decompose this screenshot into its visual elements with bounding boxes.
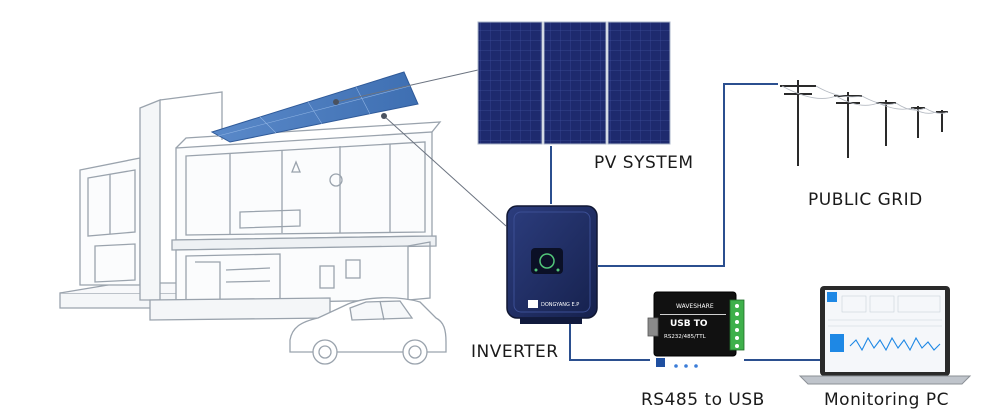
power-wires (781, 85, 949, 114)
inverter-brand-text: DONGYANG E.P (541, 302, 579, 308)
pv-panel-array (477, 21, 671, 145)
pointer-dot (333, 99, 339, 105)
usb-converter-device: WAVESHARE USB TO RS232/485/TTL (647, 291, 745, 368)
inverter-label: INVERTER (471, 342, 559, 362)
pv-system-label: PV SYSTEM (594, 153, 694, 173)
connector-lines (550, 83, 822, 361)
converter-sub-text: RS232/485/TTL (664, 334, 707, 340)
converter-brand-text: WAVESHARE (676, 303, 714, 310)
rs485-usb-label: RS485 to USB (641, 390, 765, 410)
inverter-device: DONGYANG E.P (506, 205, 598, 324)
laptop-illustration (798, 286, 972, 385)
car-illustration (289, 297, 447, 365)
roof-solar-array (210, 71, 419, 143)
pointer-lines (335, 69, 507, 227)
pointer-dot (381, 113, 387, 119)
roof-cell-lines (217, 85, 411, 137)
utility-poles (780, 80, 948, 166)
house-illustration (59, 91, 442, 321)
converter-title-text: USB TO (670, 319, 708, 329)
monitoring-pc-label: Monitoring PC (824, 390, 949, 410)
public-grid-label: PUBLIC GRID (808, 190, 923, 210)
